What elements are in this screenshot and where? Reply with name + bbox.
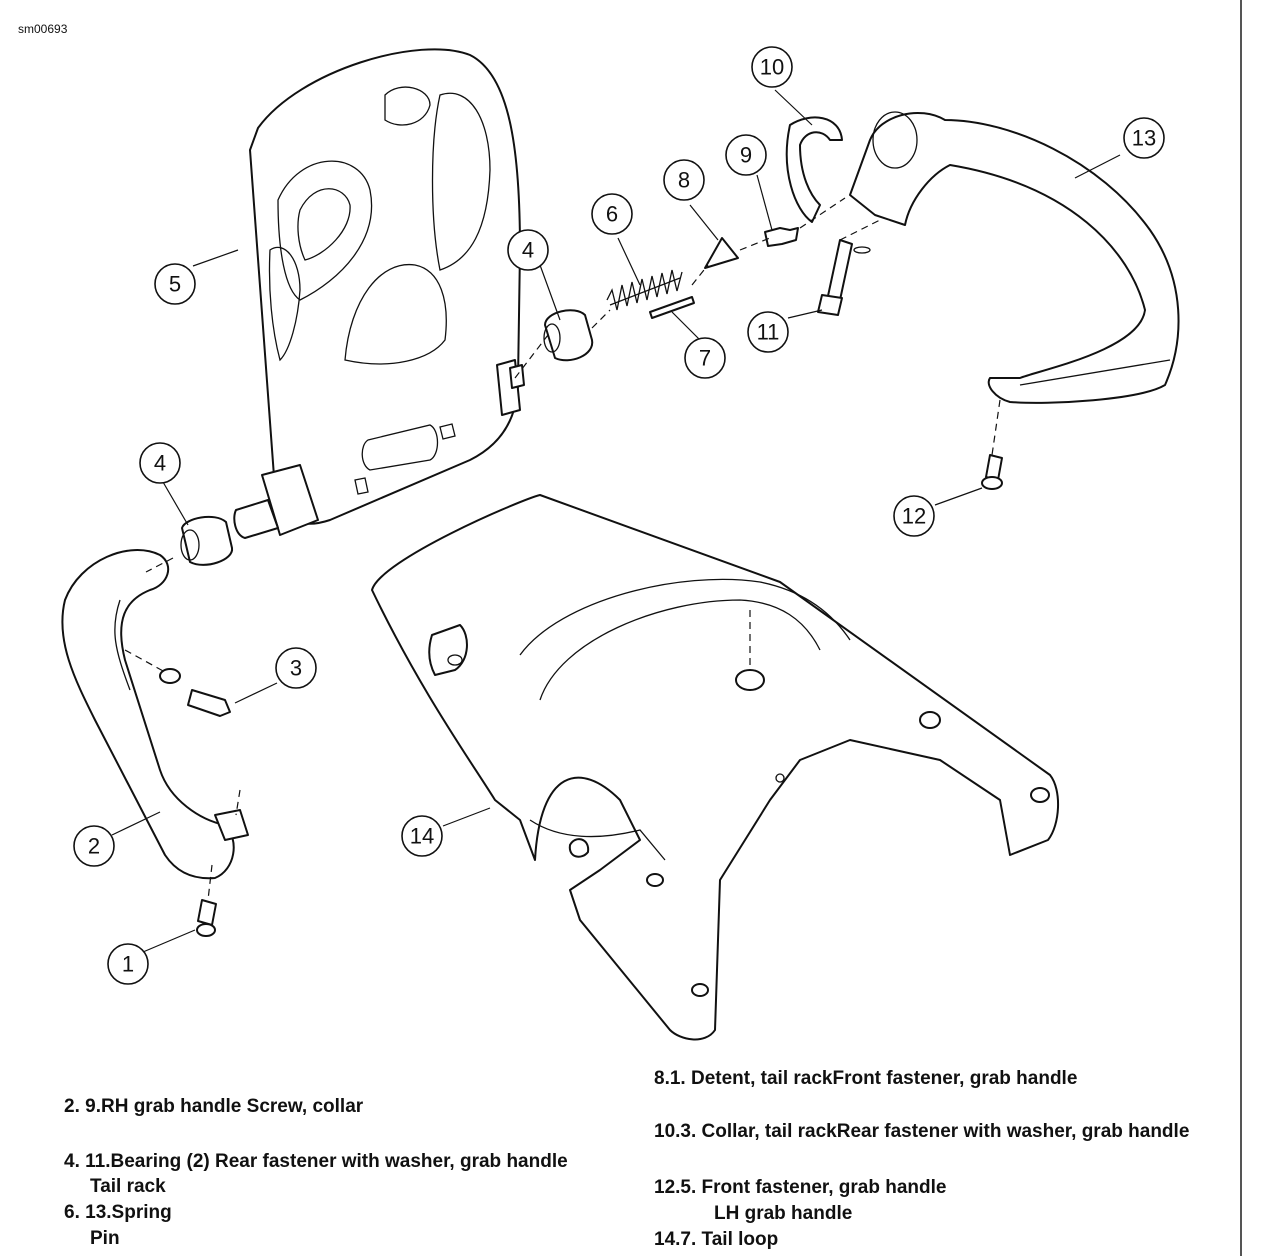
- legend-right-1: 8.1. Detent, tail rackFront fastener, gr…: [654, 1068, 1078, 1089]
- callout-3: 3: [275, 647, 317, 689]
- callout-4-lower: 4: [139, 442, 181, 484]
- rear-fastener-upper-part: [817, 239, 871, 316]
- tail-loop-part: [371, 494, 1060, 1041]
- svg-text:3: 3: [290, 656, 302, 681]
- bearing-upper-part: [543, 309, 594, 362]
- callout-7: 7: [684, 337, 726, 379]
- exploded-parts-diagram: 5 4 4 6 7 8 9 10 11 13 12 3 2 14 1: [61, 46, 1180, 1041]
- legend-left-4: 6. 13.Spring: [64, 1202, 172, 1223]
- callout-13: 13: [1123, 117, 1165, 159]
- callout-14: 14: [401, 815, 443, 857]
- svg-text:14: 14: [410, 824, 434, 849]
- collar-part: [785, 116, 843, 223]
- screw-collar-part: [764, 227, 799, 247]
- svg-text:8: 8: [678, 168, 690, 193]
- assembly-lines: [124, 197, 1001, 901]
- callout-1: 1: [107, 943, 149, 985]
- callout-4-upper: 4: [507, 229, 549, 271]
- legend-left-5: Pin: [90, 1228, 120, 1249]
- front-fastener-left-part: [196, 899, 217, 937]
- callout-11: 11: [747, 311, 789, 353]
- svg-text:4: 4: [154, 451, 166, 476]
- pin-part: [649, 296, 695, 319]
- callout-5: 5: [154, 263, 196, 305]
- rh-grab-handle-part: [849, 111, 1180, 404]
- svg-text:6: 6: [606, 202, 618, 227]
- legend-right-4: LH grab handle: [714, 1203, 853, 1224]
- svg-text:13: 13: [1132, 126, 1156, 151]
- legend-right-5: 14.7. Tail loop: [654, 1229, 779, 1250]
- bearing-lower-part: [180, 515, 233, 566]
- callout-12: 12: [893, 495, 935, 537]
- figure-id: sm00693: [18, 22, 68, 36]
- svg-text:12: 12: [902, 504, 926, 529]
- tail-rack-part: [233, 48, 525, 539]
- legend-left-3: Tail rack: [90, 1176, 166, 1197]
- lh-grab-handle-part: [61, 549, 249, 880]
- svg-text:10: 10: [760, 55, 784, 80]
- legend-right-2: 10.3. Collar, tail rackRear fastener wit…: [654, 1121, 1190, 1142]
- callout-9: 9: [725, 134, 767, 176]
- legend-left-2: 4. 11.Bearing (2) Rear fastener with was…: [64, 1151, 568, 1172]
- front-fastener-right-part: [981, 454, 1003, 490]
- svg-text:7: 7: [699, 346, 711, 371]
- svg-text:4: 4: [522, 238, 534, 263]
- callout-10: 10: [751, 46, 793, 88]
- callout-2: 2: [73, 825, 115, 867]
- svg-text:2: 2: [88, 834, 100, 859]
- callout-6: 6: [591, 193, 633, 235]
- svg-text:11: 11: [757, 320, 780, 345]
- spring-part: [606, 269, 683, 311]
- legend-right-3: 12.5. Front fastener, grab handle: [654, 1177, 947, 1198]
- svg-text:5: 5: [169, 272, 181, 297]
- callout-8: 8: [663, 159, 705, 201]
- detent-part: [704, 237, 739, 269]
- leader-lines: [111, 89, 1121, 953]
- svg-text:9: 9: [740, 143, 752, 168]
- svg-text:1: 1: [122, 952, 134, 977]
- rear-fastener-lower-part: [159, 668, 231, 717]
- legend-left-1: 2. 9.RH grab handle Screw, collar: [64, 1096, 364, 1117]
- page-border: [1240, 0, 1242, 1256]
